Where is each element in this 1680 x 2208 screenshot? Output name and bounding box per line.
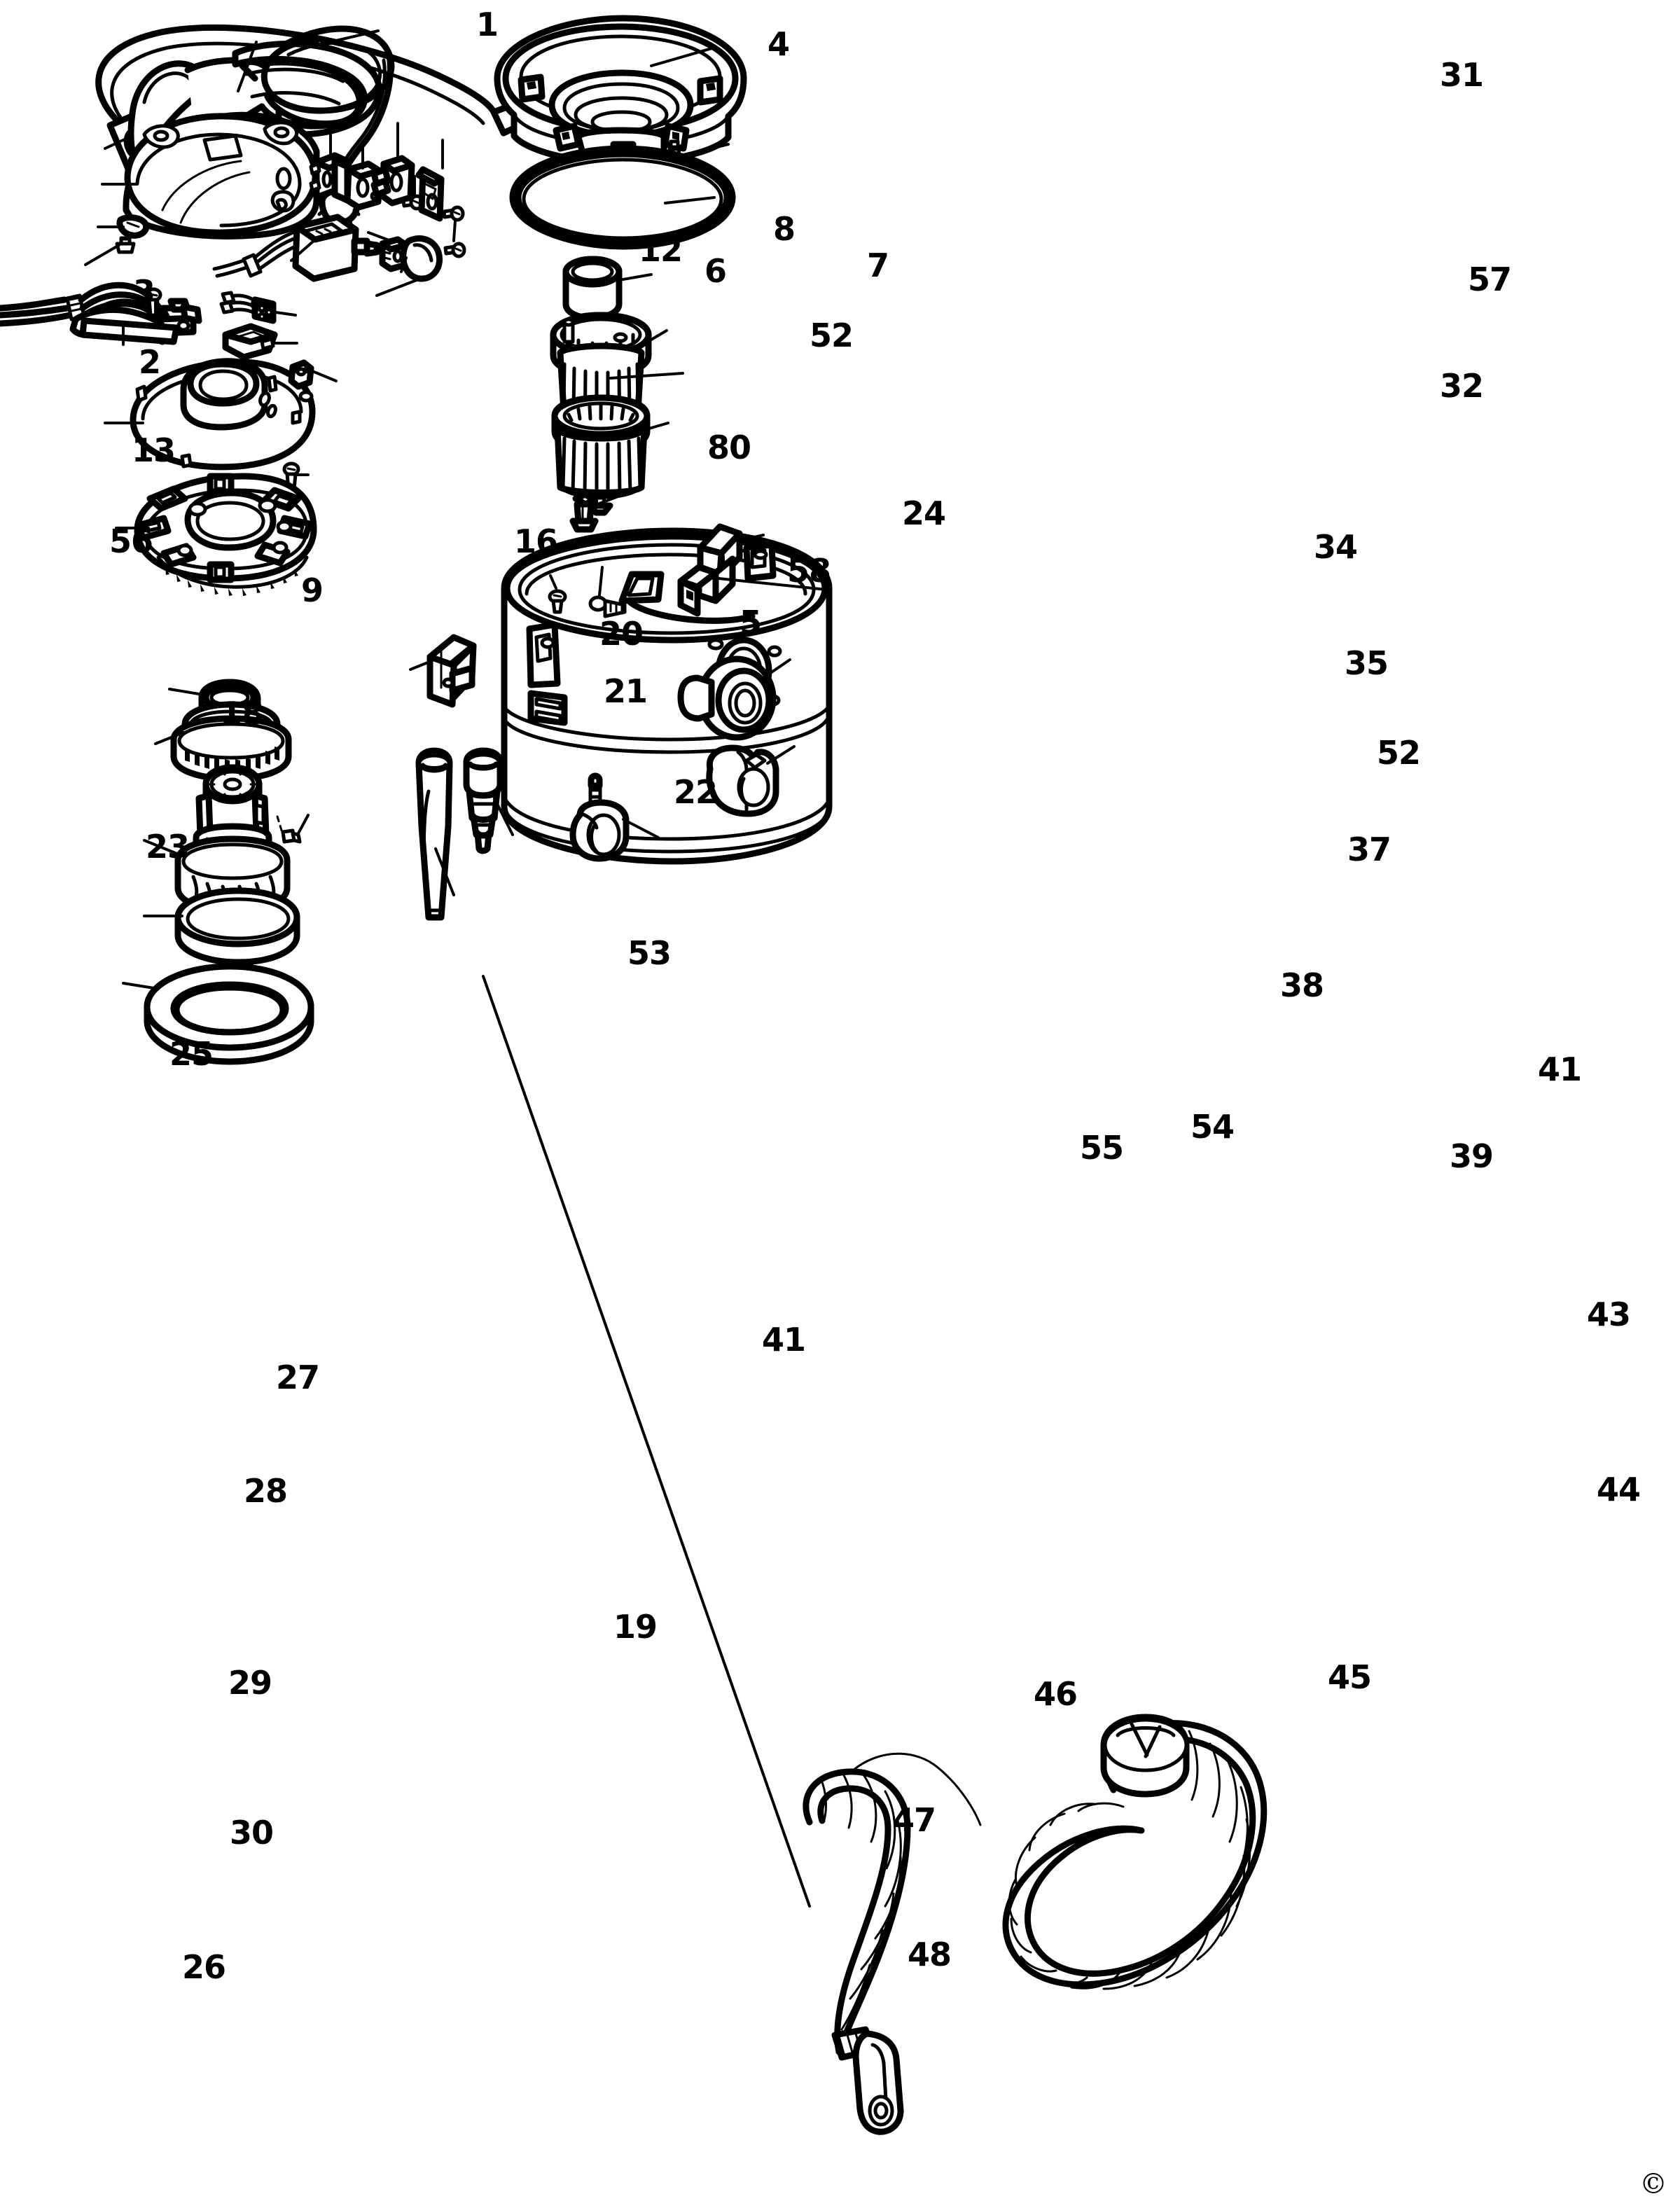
- callout-38: 38: [1280, 966, 1324, 1004]
- callout-56: 56: [109, 522, 153, 560]
- callout-30: 30: [230, 1814, 274, 1852]
- callout-2: 2: [139, 343, 161, 381]
- callout-52b: 52: [1377, 734, 1421, 772]
- callout-25: 25: [169, 1035, 214, 1073]
- callout-46: 46: [1034, 1675, 1078, 1713]
- callout-53: 53: [627, 934, 672, 972]
- callout-21: 21: [604, 672, 648, 710]
- callout-47: 47: [892, 1801, 936, 1839]
- callout-26: 26: [182, 1948, 226, 1986]
- callout-13: 13: [132, 431, 176, 469]
- callout-28: 28: [244, 1472, 288, 1510]
- callout-45: 45: [1328, 1658, 1372, 1696]
- callout-34: 34: [1314, 528, 1358, 566]
- callout-41b: 41: [762, 1321, 806, 1359]
- callout-4: 4: [768, 25, 790, 63]
- callout-80: 80: [707, 429, 751, 466]
- callout-32: 32: [1440, 367, 1484, 405]
- callout-39: 39: [1450, 1137, 1494, 1175]
- callout-29: 29: [228, 1664, 272, 1702]
- callout-43: 43: [1587, 1296, 1631, 1333]
- callout-19: 19: [613, 1608, 658, 1646]
- callout-52: 52: [810, 317, 854, 354]
- callout-48: 48: [908, 1936, 952, 1973]
- callout-16: 16: [514, 522, 558, 560]
- callout-5: 5: [740, 604, 762, 641]
- callout-35: 35: [1345, 644, 1389, 682]
- callout-54: 54: [1190, 1108, 1235, 1146]
- callout-37: 37: [1347, 831, 1391, 868]
- callout-41: 41: [1538, 1050, 1582, 1088]
- callout-58: 58: [787, 552, 831, 590]
- callout-22: 22: [674, 773, 718, 811]
- callout-1: 1: [476, 6, 499, 43]
- callout-6: 6: [704, 252, 727, 290]
- callout-20: 20: [599, 615, 644, 653]
- callout-31: 31: [1440, 56, 1484, 94]
- callout-27: 27: [276, 1359, 320, 1396]
- callout-23: 23: [146, 828, 190, 866]
- callout-57: 57: [1468, 261, 1512, 298]
- callout-9: 9: [301, 571, 324, 609]
- callout-7: 7: [867, 247, 889, 284]
- callout-55: 55: [1080, 1129, 1124, 1167]
- callout-12: 12: [639, 231, 683, 269]
- copyright-mark: ©: [1639, 2168, 1667, 2200]
- callout-44: 44: [1597, 1471, 1641, 1508]
- callout-24: 24: [902, 494, 946, 532]
- callout-8: 8: [773, 210, 796, 248]
- callout-3: 3: [133, 273, 155, 311]
- callout-18: 18: [220, 695, 264, 732]
